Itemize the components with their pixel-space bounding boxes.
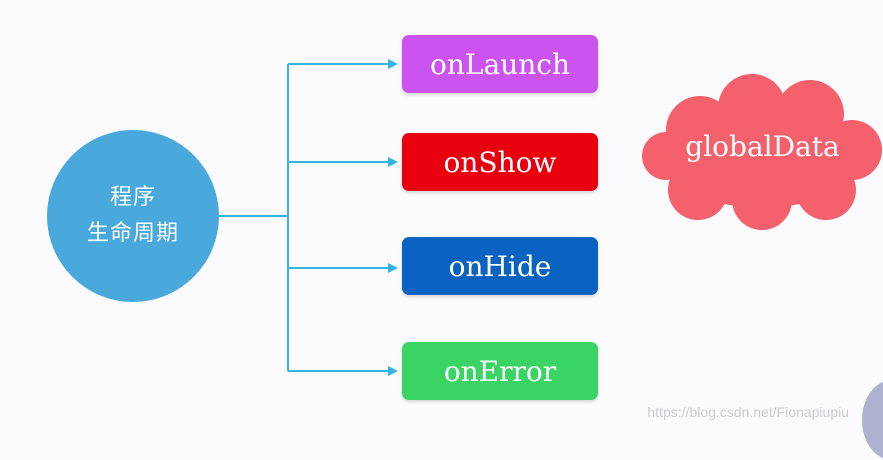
event-box-onshow: onShow <box>402 133 598 191</box>
event-box-onhide: onHide <box>402 237 598 295</box>
cloud-label: globalData <box>685 130 840 163</box>
hub-label-line1: 程序 <box>109 185 156 210</box>
hub-label-line2: 生命周期 <box>86 221 179 246</box>
event-box-onerror: onError <box>402 342 598 400</box>
globaldata-cloud <box>642 74 882 230</box>
arrowhead-onerror <box>388 366 398 376</box>
arrowhead-onlaunch <box>388 59 398 69</box>
connector-lines <box>219 59 398 376</box>
watermark-text: https://blog.csdn.net/Fionapiupiu <box>647 404 849 420</box>
lifecycle-hub-circle: 程序 生命周期 <box>47 130 219 302</box>
arrowhead-onhide <box>388 263 398 273</box>
arrowhead-onshow <box>388 157 398 167</box>
event-box-onlaunch: onLaunch <box>402 35 598 93</box>
